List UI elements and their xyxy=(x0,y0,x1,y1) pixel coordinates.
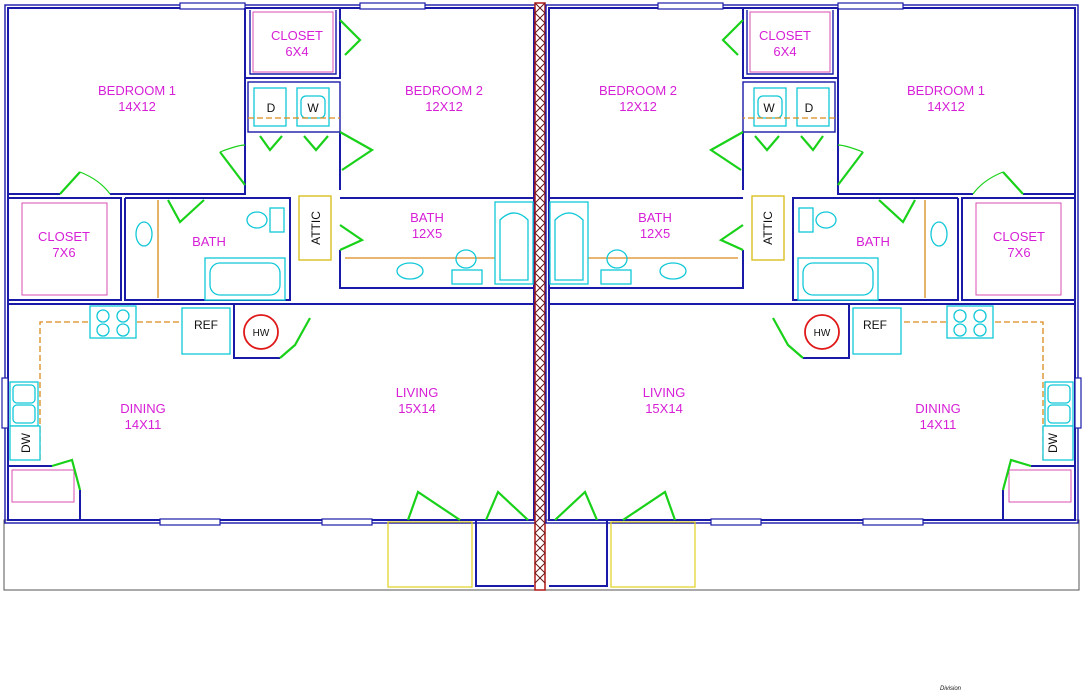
refrigerator-tag-right: REF xyxy=(863,318,887,332)
dryer-tag-right: D xyxy=(805,101,814,115)
room-size-closet-large-left: 7X6 xyxy=(52,245,75,260)
room-name-bedroom2-left: BEDROOM 2 xyxy=(405,83,483,98)
room-size-bath-large-right: 12X5 xyxy=(640,226,670,241)
attic-tag-right: ATTIC xyxy=(761,211,775,245)
dryer-tag-left: D xyxy=(267,101,276,115)
water-heater-icon: HW xyxy=(253,328,270,339)
refrigerator-tag-left: REF xyxy=(194,318,218,332)
room-name-closet-small-left: CLOSET xyxy=(271,28,323,43)
room-name-closet-large-right: CLOSET xyxy=(993,229,1045,244)
water-heater-icon: HW xyxy=(814,328,831,339)
room-name-bath-small-left: BATH xyxy=(192,234,226,249)
room-size-dining-left: 14X11 xyxy=(125,417,162,432)
labels-left-unit: BEDROOM 1 14X12 CLOSET 6X4 BEDROOM 2 12X… xyxy=(19,28,483,453)
labels-right-unit: BEDROOM 1 14X12 CLOSET 6X4 BEDROOM 2 12X… xyxy=(599,28,1060,453)
room-name-closet-small-right: CLOSET xyxy=(759,28,811,43)
door-swing-icon xyxy=(51,19,1032,521)
room-size-bedroom2-left: 12X12 xyxy=(425,99,463,114)
room-name-bedroom2-right: BEDROOM 2 xyxy=(599,83,677,98)
attic-tag-left: ATTIC xyxy=(309,211,323,245)
room-name-living-right: LIVING xyxy=(643,385,686,400)
room-size-bath-large-left: 12X5 xyxy=(412,226,442,241)
stamp-text: Division xyxy=(940,686,962,692)
room-size-bedroom1-right: 14X12 xyxy=(927,99,965,114)
dishwasher-tag-right: DW xyxy=(1046,432,1060,453)
room-name-living-left: LIVING xyxy=(396,385,439,400)
room-size-closet-large-right: 7X6 xyxy=(1007,245,1030,260)
room-name-bath-large-right: BATH xyxy=(638,210,672,225)
room-size-bedroom2-right: 12X12 xyxy=(619,99,657,114)
room-name-dining-right: DINING xyxy=(915,401,961,416)
room-size-closet-small-right: 6X4 xyxy=(773,44,796,59)
unit-left xyxy=(1,2,538,588)
washer-tag-left: W xyxy=(307,101,319,115)
room-size-living-right: 15X14 xyxy=(645,401,683,416)
room-name-dining-left: DINING xyxy=(120,401,166,416)
room-name-bath-small-right: BATH xyxy=(856,234,890,249)
party-wall xyxy=(534,2,546,591)
room-size-dining-right: 14X11 xyxy=(920,417,957,432)
room-name-bath-large-left: BATH xyxy=(410,210,444,225)
room-size-closet-small-left: 6X4 xyxy=(285,44,308,59)
washer-tag-right: W xyxy=(763,101,775,115)
room-name-closet-large-left: CLOSET xyxy=(38,229,90,244)
room-name-bedroom1-left: BEDROOM 1 xyxy=(98,83,176,98)
room-size-living-left: 15X14 xyxy=(398,401,436,416)
room-size-bedroom1-left: 14X12 xyxy=(118,99,156,114)
room-name-bedroom1-right: BEDROOM 1 xyxy=(907,83,985,98)
dishwasher-tag-left: DW xyxy=(19,432,33,453)
unit-right xyxy=(545,2,1082,588)
